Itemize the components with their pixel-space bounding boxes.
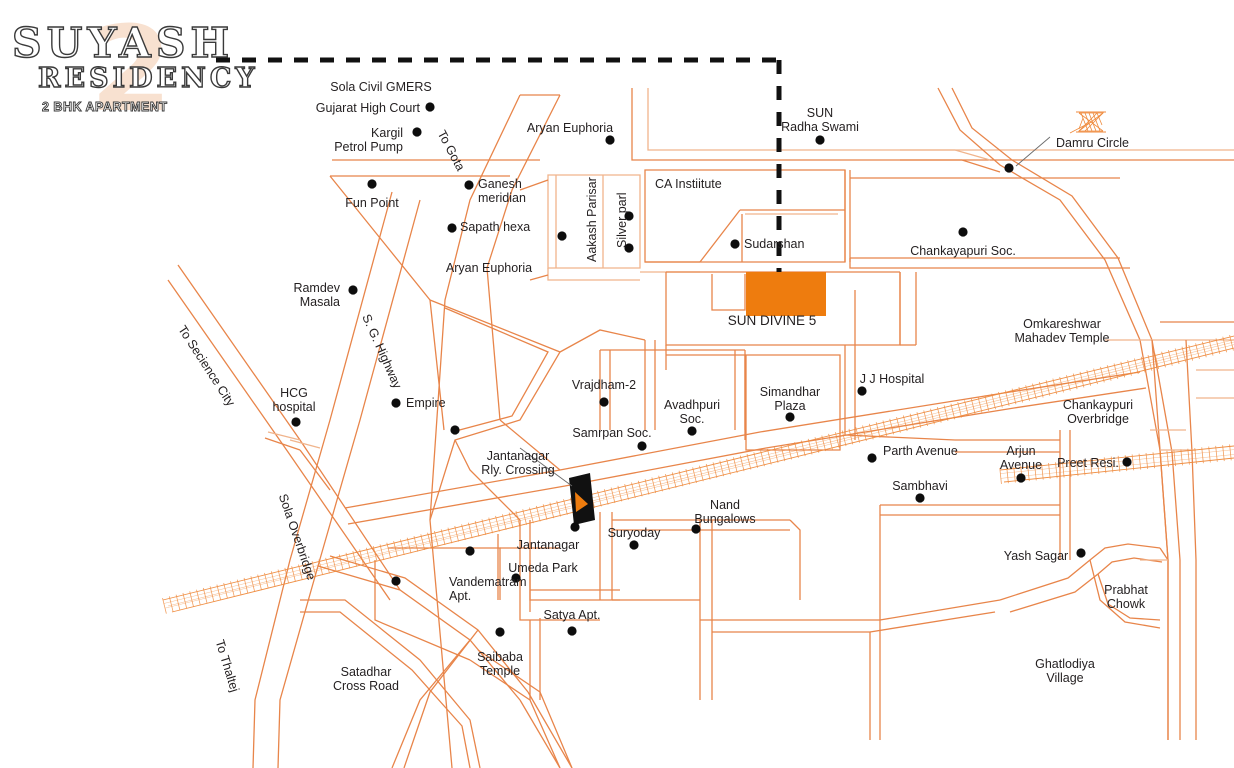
place-dot-sun-radha-swami[interactable]: [815, 135, 825, 145]
place-dot-suryoday[interactable]: [629, 540, 639, 550]
place-dot-umeda-park[interactable]: [511, 573, 521, 583]
logo-title-secondary: RESIDENCY: [37, 63, 259, 94]
logo-subtitle: 2 BHK APARTMENT: [42, 100, 168, 115]
map-label-ganesh-meridian: Ganesh meridian: [478, 177, 526, 205]
railway-lines: [162, 334, 1234, 614]
rail-crossing-icon: [519, 447, 595, 525]
place-dot-jj-hospital[interactable]: [857, 386, 867, 396]
road-network: [167, 87, 1234, 768]
map-label-saibaba-temple: Saibaba Temple: [477, 650, 523, 678]
place-dot-jantanagar-rly-crossing[interactable]: [450, 425, 460, 435]
map-label-jantanagar-rly-crossing: Jantanagar Rly. Crossing: [481, 449, 555, 477]
place-dot-vrajdham-2[interactable]: [599, 397, 609, 407]
map-label-nand-bungalows: Nand Bungalows: [694, 498, 756, 526]
place-dot-preet-resi[interactable]: [1122, 457, 1132, 467]
map-label-simandhar-plaza: Simandhar Plaza: [759, 385, 821, 413]
location-dots: [291, 102, 1132, 637]
map-label-sun-radha-swami: SUN Radha Swami: [781, 106, 859, 134]
place-dot-silver-parl-dot-1[interactable]: [624, 211, 634, 221]
place-dot-yash-sagar[interactable]: [1076, 548, 1086, 558]
place-dot-gujarat-high-court[interactable]: [425, 102, 435, 112]
map-label-satadhar-cross-road: Satadhar Cross Road: [333, 665, 399, 693]
map-label-avadhpuri-soc: Avadhpuri Soc.: [663, 398, 721, 426]
place-dot-simandhar-plaza[interactable]: [785, 412, 795, 422]
map-label-suryoday: Suryoday: [607, 526, 661, 540]
damru-leader: [1015, 136, 1051, 167]
map-label-fun-point: Fun Point: [345, 196, 399, 210]
map-label-damru-circle: Damru Circle: [1056, 136, 1129, 150]
map-label-jj-hospital: J J Hospital: [859, 372, 925, 386]
map-label-aryan-euphoria-mid: Aryan Euphoria: [445, 261, 533, 275]
map-label-preet-resi: Preet Resi.: [1057, 456, 1119, 470]
map-label-aryan-euphoria-north: Aryan Euphoria: [526, 121, 614, 135]
map-label-sapath-hexa: Sapath hexa: [460, 220, 531, 234]
place-dot-sambhavi[interactable]: [915, 493, 925, 503]
place-dot-kargil-petrol-pump[interactable]: [412, 127, 422, 137]
place-dot-parth-avenue[interactable]: [867, 453, 877, 463]
map-label-hcg-hospital: HCG hospital: [272, 386, 316, 414]
highlight-plot-label: SUN DIVINE 5: [727, 313, 817, 328]
map-label-sola-civil-gmers: Sola Civil GMERS: [330, 80, 432, 94]
place-dot-damru-circle[interactable]: [1004, 163, 1014, 173]
place-dot-chankayapuri-soc[interactable]: [958, 227, 968, 237]
map-label-kargil-petrol-pump: Kargil Petrol Pump: [334, 126, 403, 154]
map-label-umeda-park: Umeda Park: [508, 561, 578, 575]
map-label-arjun-avenue: Arjun Avenue: [999, 444, 1043, 472]
map-label-omkareshwar-mahadev: Omkareshwar Mahadev Temple: [1014, 317, 1110, 345]
map-label-gujarat-high-court: Gujarat High Court: [315, 101, 420, 115]
map-label-ramdev-masala: Ramdev Masala: [293, 281, 340, 309]
place-dot-fun-point[interactable]: [367, 179, 377, 189]
place-dot-satya-apt[interactable]: [567, 626, 577, 636]
place-dot-jantanagar-soc-dot[interactable]: [465, 546, 475, 556]
place-dot-aryan-euphoria-north[interactable]: [605, 135, 615, 145]
place-dot-nand-bungalows[interactable]: [691, 524, 701, 534]
place-dot-silver-parl-dot-2[interactable]: [624, 243, 634, 253]
place-dot-avadhpuri-soc[interactable]: [687, 426, 697, 436]
highlight-plot: [746, 272, 826, 316]
map-label-ca-institute: CA Instiitute: [655, 177, 722, 191]
map-label-ghatlodiya-village: Ghatlodiya Village: [1035, 657, 1095, 685]
road-label-silver-parl: Silver parl: [615, 192, 629, 248]
place-dot-sapath-hexa[interactable]: [447, 223, 457, 233]
dashed-route-line: [216, 57, 782, 272]
place-dot-aakash-parisar-dot[interactable]: [557, 231, 567, 241]
map-label-satya-apt: Satya Apt.: [543, 608, 601, 622]
road-label-aakash-parisar: Aakash Parisar: [585, 177, 599, 262]
brand-logo: 2 SUYASH RESIDENCY 2 BHK APARTMENT: [11, 0, 259, 138]
map-label-chankaypuri-overbridge: Chankaypuri Overbridge: [1062, 398, 1134, 426]
map-label-vandematram-apt: Vandematram Apt.: [449, 575, 527, 603]
map-label-sudarshan: Sudarshan: [744, 237, 805, 251]
place-dot-sudarshan[interactable]: [730, 239, 740, 249]
map-label-parth-avenue: Parth Avenue: [883, 444, 958, 458]
map-label-chankayapuri-soc: Chankayapuri Soc.: [910, 244, 1016, 258]
place-dot-vandematram-apt[interactable]: [391, 576, 401, 586]
damru-icon: [1069, 111, 1106, 134]
map-label-empire: Empire: [406, 396, 446, 410]
place-dot-hcg-hospital[interactable]: [291, 417, 301, 427]
logo-title-primary: SUYASH: [11, 19, 235, 67]
logo-watermark-digit: 2: [90, 0, 173, 138]
map-label-samrpan-soc: Samrpan Soc.: [572, 426, 652, 440]
place-dot-samrpan-soc[interactable]: [637, 441, 647, 451]
place-dot-arjun-avenue[interactable]: [1016, 473, 1026, 483]
place-dot-jantanagar[interactable]: [570, 522, 580, 532]
map-label-sambhavi: Sambhavi: [892, 479, 948, 493]
map-label-vrajdham-2: Vrajdham-2: [571, 378, 637, 392]
place-dot-saibaba-temple[interactable]: [495, 627, 505, 637]
map-label-prabhat-chowk: Prabhat Chowk: [1104, 583, 1148, 611]
map-label-yash-sagar: Yash Sagar: [1003, 549, 1069, 563]
place-dot-empire[interactable]: [391, 398, 401, 408]
map-label-jantanagar: Jantanagar: [516, 538, 580, 552]
place-dot-ganesh-meridian[interactable]: [464, 180, 474, 190]
place-dot-ramdev-masala[interactable]: [348, 285, 358, 295]
